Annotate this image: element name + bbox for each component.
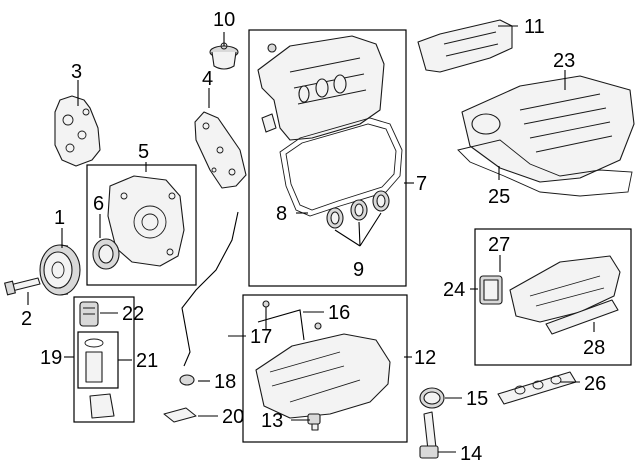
callout-20: 20 <box>222 406 244 428</box>
callout-24: 24 <box>443 279 465 301</box>
callout-6: 6 <box>93 193 104 215</box>
oil-pan-gasket-small <box>163 407 197 423</box>
callout-17: 17 <box>250 326 272 348</box>
callout-28: 28 <box>583 337 605 359</box>
front-seal <box>92 238 120 270</box>
callout-3: 3 <box>71 61 82 83</box>
callout-10: 10 <box>213 9 235 31</box>
oil-filter-cap <box>79 301 99 327</box>
callout-11: 11 <box>524 16 545 38</box>
group-box-oil-filter <box>73 296 135 423</box>
drain-plug <box>307 413 321 431</box>
callout-8: 8 <box>276 203 287 225</box>
dipstick-o-ring <box>179 374 195 386</box>
intake-manifold <box>461 75 635 183</box>
oil-filler-cap <box>209 42 239 70</box>
callout-25: 25 <box>488 186 510 208</box>
callout-22: 22 <box>122 303 144 325</box>
callout-15: 15 <box>466 388 488 410</box>
callout-27: 27 <box>488 234 510 256</box>
engine-bracket <box>54 95 101 167</box>
intake-gasket-set <box>497 371 577 405</box>
callout-19: 19 <box>40 347 62 369</box>
intake-cover <box>509 255 621 323</box>
engine-cover <box>417 19 513 73</box>
dipstick-tube <box>181 211 239 367</box>
callout-7: 7 <box>416 173 427 195</box>
intake-manifold-gasket <box>457 139 633 197</box>
group-box-oil-pan <box>242 294 408 443</box>
sensor-module <box>479 275 503 305</box>
timing-cover-strip <box>194 111 247 189</box>
valve-cover-gasket-inner <box>285 123 397 211</box>
oil-filter-housing <box>89 393 115 419</box>
seal-ring-inner <box>423 391 441 405</box>
callout-2: 2 <box>21 308 32 330</box>
crankshaft-pulley <box>39 244 81 296</box>
oil-filter-element <box>77 331 119 389</box>
oil-level-sensor <box>419 411 439 459</box>
group-box-front-cover <box>86 164 197 286</box>
oil-pan <box>255 333 391 419</box>
valve-cover-gasket <box>279 117 403 217</box>
callout-14: 14 <box>460 443 482 465</box>
cover-gasket-strip <box>545 299 619 335</box>
valve-cover <box>257 35 385 141</box>
callout-12: 12 <box>414 347 436 369</box>
callout-21: 21 <box>136 350 158 372</box>
group-box-valve-cover <box>248 29 407 287</box>
callout-9: 9 <box>353 259 364 281</box>
callout-26: 26 <box>584 373 606 395</box>
front-cover <box>107 175 185 267</box>
pulley-bolt <box>4 277 41 296</box>
group-box-intake-cover <box>474 228 632 366</box>
leader-lines <box>27 25 595 453</box>
callout-16: 16 <box>328 302 350 324</box>
callout-13: 13 <box>261 410 283 432</box>
callout-23: 23 <box>553 50 575 72</box>
callout-1: 1 <box>54 207 65 229</box>
callout-18: 18 <box>214 371 236 393</box>
oil-pump-pickup <box>257 300 322 341</box>
callout-4: 4 <box>202 68 213 90</box>
callout-5: 5 <box>138 141 149 163</box>
tube-seals <box>326 190 390 229</box>
